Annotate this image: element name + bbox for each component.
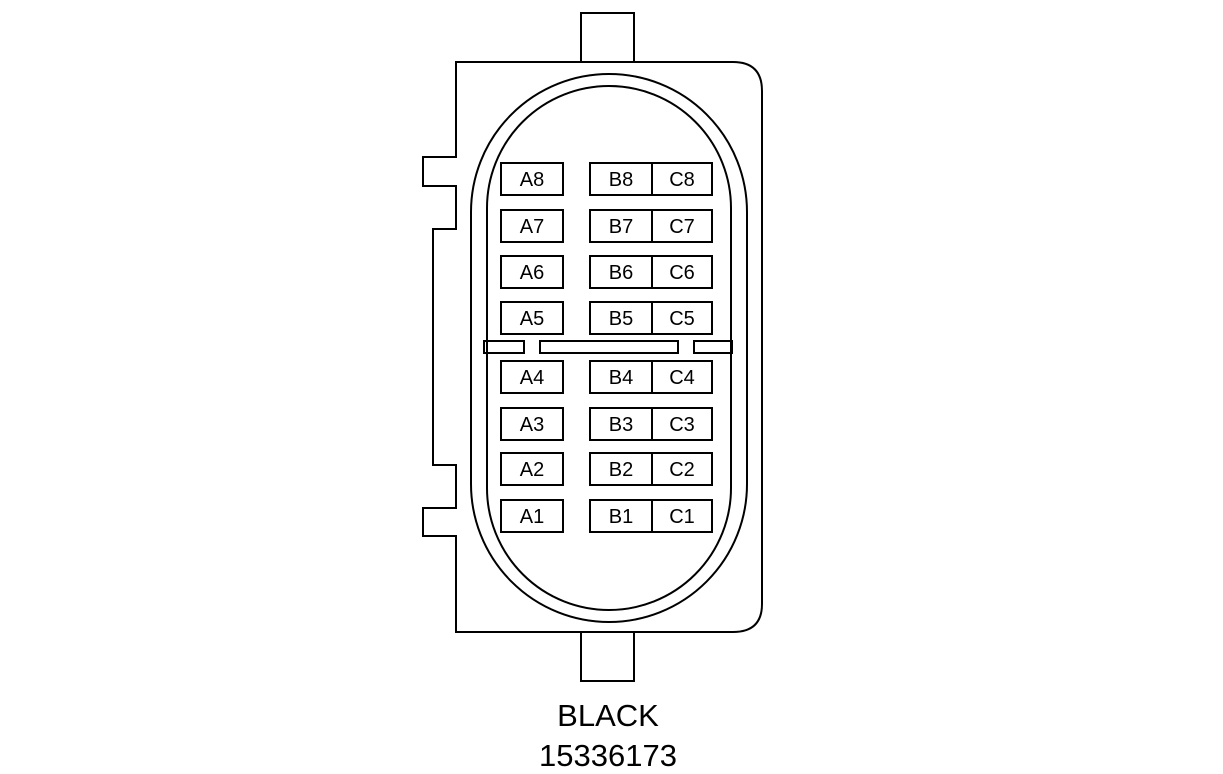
pin-b6: B6: [589, 255, 653, 289]
pin-box: [651, 360, 713, 394]
pin-b4: B4: [589, 360, 653, 394]
pin-box: [651, 499, 713, 533]
pin-label: C6: [669, 262, 695, 284]
connector-body: [422, 61, 763, 633]
pin-label: A2: [520, 459, 544, 481]
pin-a6: A6: [500, 255, 564, 289]
center-rib-left: [483, 340, 525, 354]
pin-box: [651, 452, 713, 486]
pin-box: [589, 162, 653, 196]
pin-label: B6: [609, 262, 633, 284]
pin-label: C5: [669, 308, 695, 330]
outer-seal-ring: [470, 73, 748, 623]
part-number: 15336173: [539, 738, 677, 773]
pin-label: B3: [609, 414, 633, 436]
pin-a7: A7: [500, 209, 564, 243]
pin-box: [651, 301, 713, 335]
pin-c5: C5: [651, 301, 713, 335]
pin-box: [500, 162, 564, 196]
pin-c3: C3: [651, 407, 713, 441]
pin-label: C3: [669, 414, 695, 436]
pin-a1: A1: [500, 499, 564, 533]
pin-label: C8: [669, 169, 695, 191]
pin-box: [500, 209, 564, 243]
pin-label: C7: [669, 216, 695, 238]
pin-c7: C7: [651, 209, 713, 243]
top-latch-tab: [580, 12, 635, 62]
pin-box: [651, 255, 713, 289]
pin-box: [651, 209, 713, 243]
pin-label: A5: [520, 308, 544, 330]
pin-label: A8: [520, 169, 544, 191]
pin-box: [500, 499, 564, 533]
center-rib-middle: [539, 340, 679, 354]
pin-label: B8: [609, 169, 633, 191]
pin-label: B5: [609, 308, 633, 330]
pin-box: [500, 452, 564, 486]
center-rib-right: [693, 340, 733, 354]
pin-b2: B2: [589, 452, 653, 486]
pin-b5: B5: [589, 301, 653, 335]
pin-b1: B1: [589, 499, 653, 533]
pin-box: [651, 162, 713, 196]
pin-a5: A5: [500, 301, 564, 335]
pin-label: A6: [520, 262, 544, 284]
pin-label: B2: [609, 459, 633, 481]
pin-box: [500, 407, 564, 441]
pin-label: A1: [520, 506, 544, 528]
pin-box: [651, 407, 713, 441]
pin-c2: C2: [651, 452, 713, 486]
pin-a8: A8: [500, 162, 564, 196]
pin-box: [589, 255, 653, 289]
pin-label: C2: [669, 459, 695, 481]
pin-label: A3: [520, 414, 544, 436]
pin-label: B7: [609, 216, 633, 238]
pin-label: C4: [669, 367, 695, 389]
pin-box: [500, 255, 564, 289]
color-label: BLACK: [557, 698, 659, 733]
pin-a2: A2: [500, 452, 564, 486]
pin-c6: C6: [651, 255, 713, 289]
pin-b7: B7: [589, 209, 653, 243]
pin-a4: A4: [500, 360, 564, 394]
pin-c8: C8: [651, 162, 713, 196]
pin-c4: C4: [651, 360, 713, 394]
pin-c1: C1: [651, 499, 713, 533]
pin-label: A7: [520, 216, 544, 238]
pin-box: [589, 301, 653, 335]
pin-box: [589, 209, 653, 243]
pin-box: [500, 301, 564, 335]
bottom-latch-tab: [580, 632, 635, 682]
pin-box: [589, 499, 653, 533]
pin-label: A4: [520, 367, 544, 389]
pin-b8: B8: [589, 162, 653, 196]
pin-label: B4: [609, 367, 633, 389]
pin-label: B1: [609, 506, 633, 528]
pin-box: [500, 360, 564, 394]
pin-a3: A3: [500, 407, 564, 441]
pin-b3: B3: [589, 407, 653, 441]
pin-box: [589, 360, 653, 394]
pin-label: C1: [669, 506, 695, 528]
